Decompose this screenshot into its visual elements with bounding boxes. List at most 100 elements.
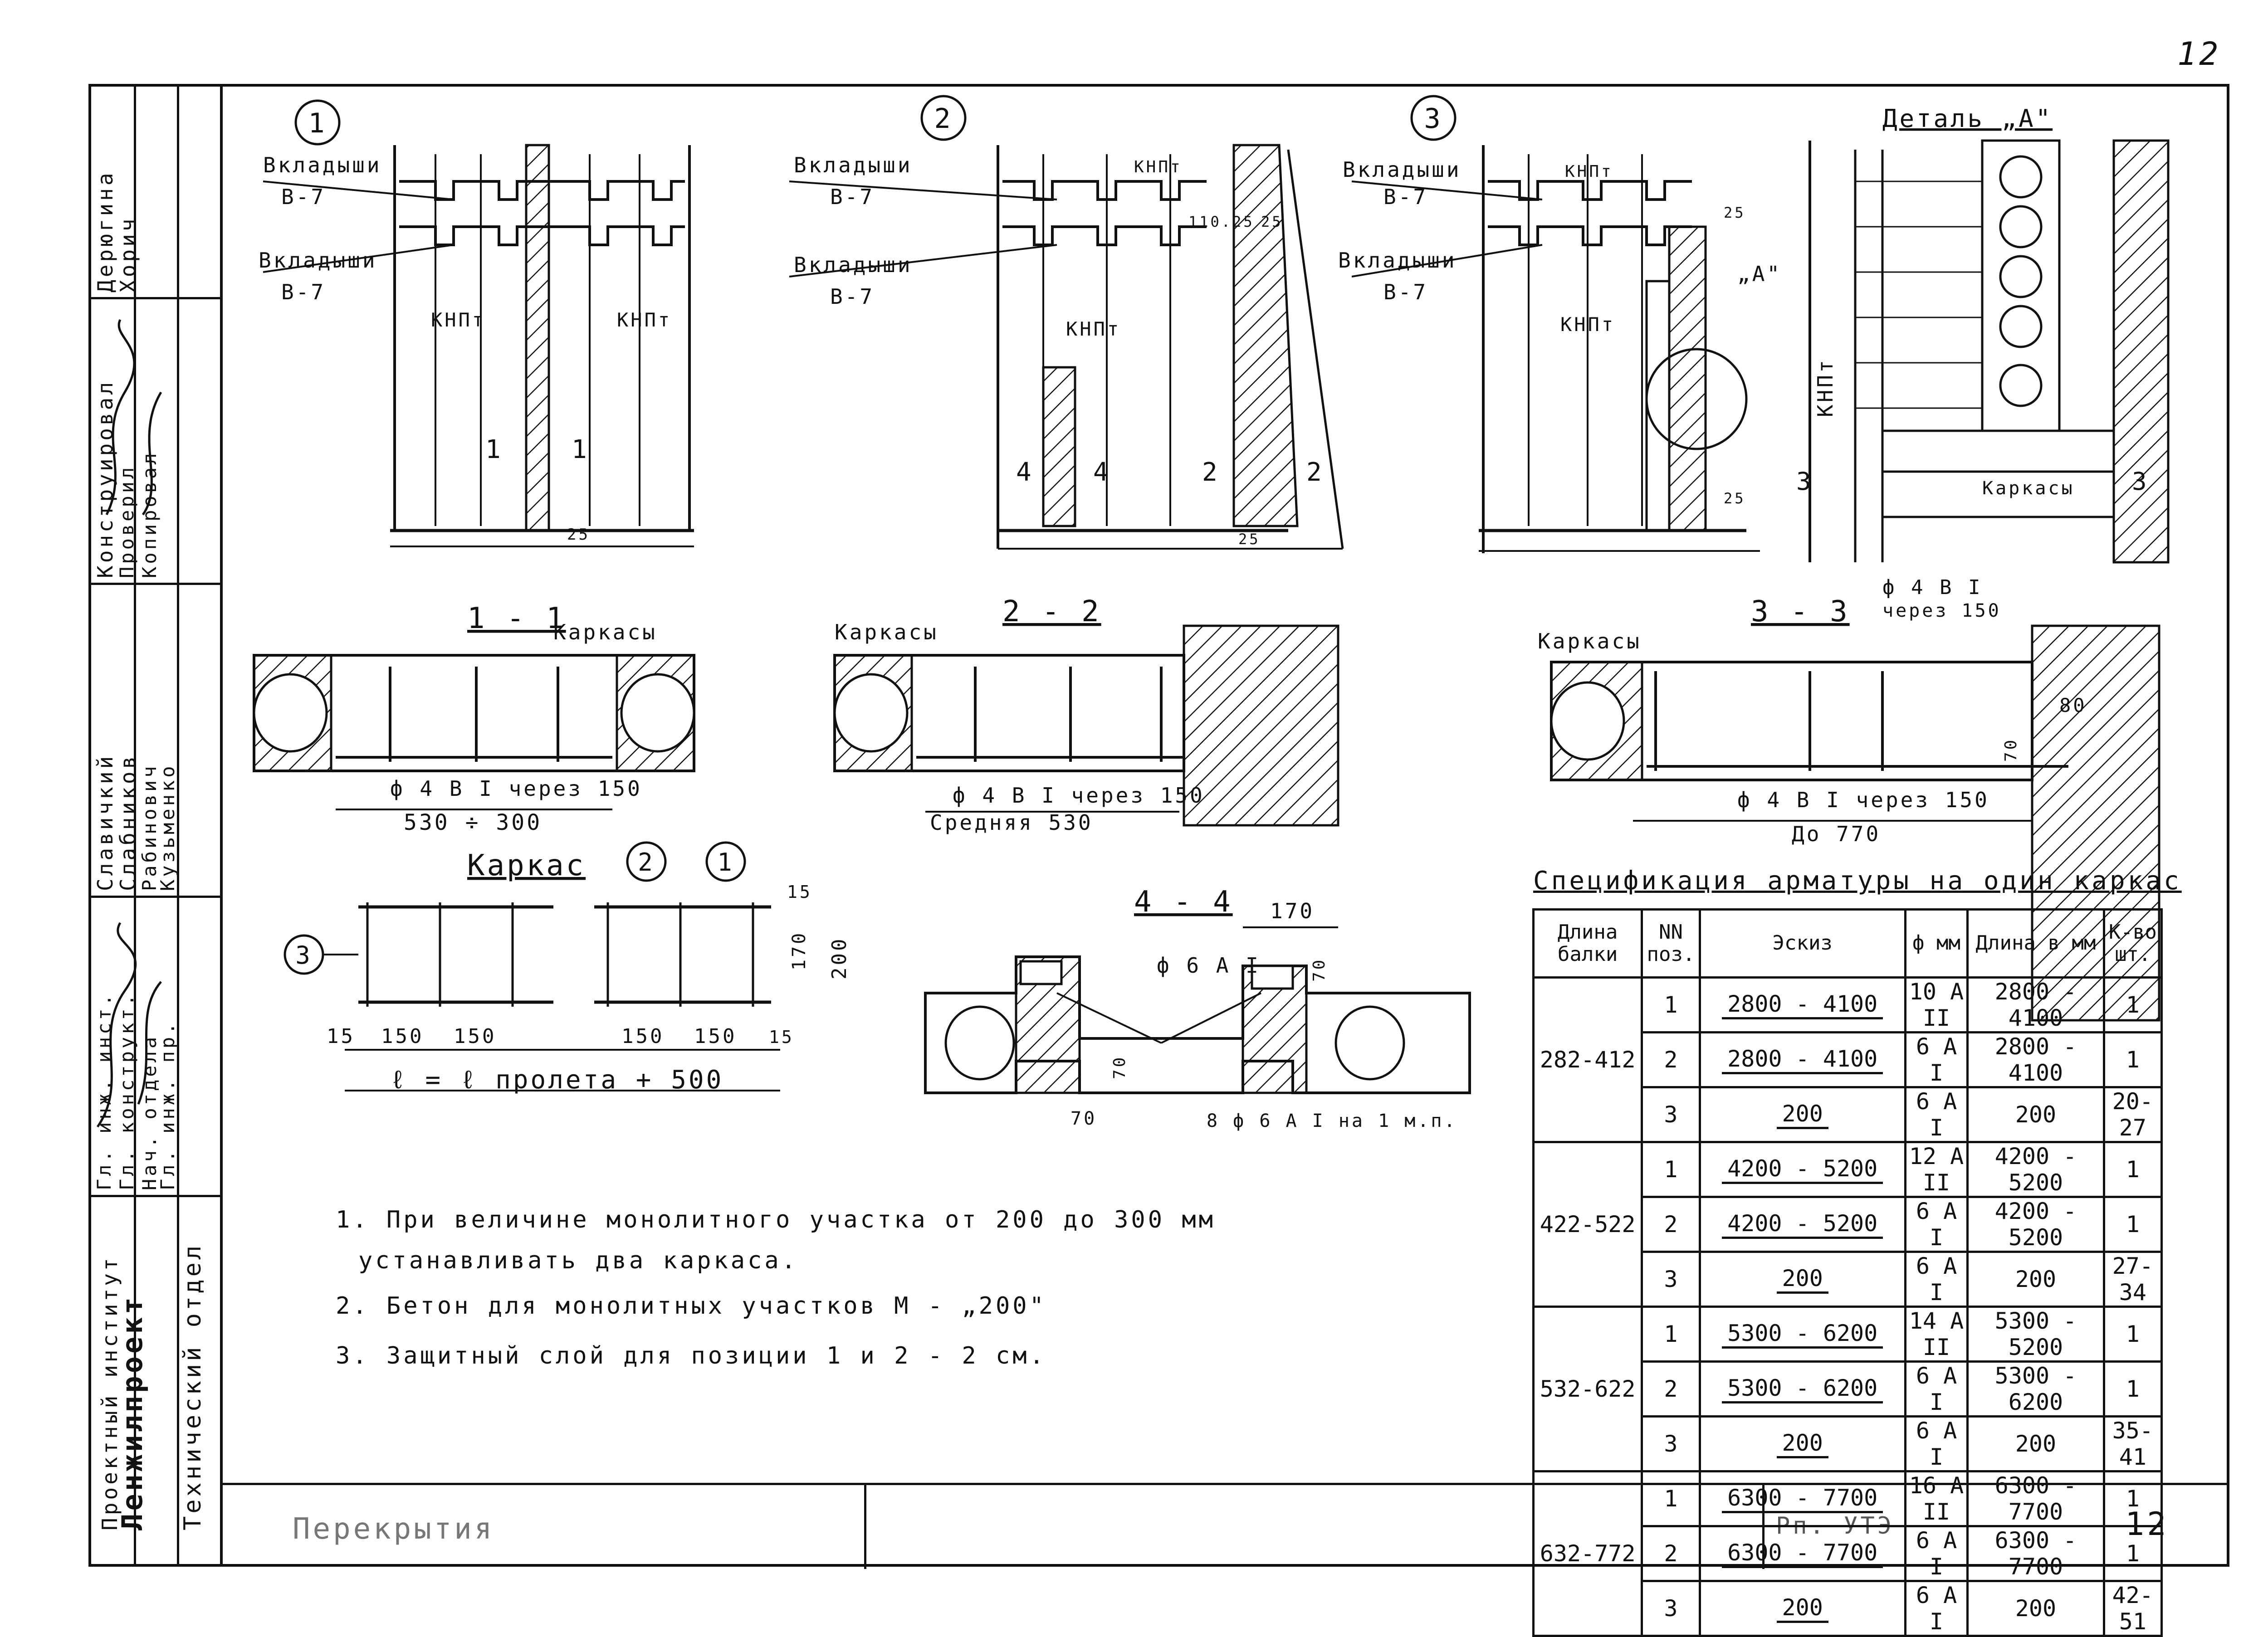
spec-len: 4200 - 5200 <box>1966 1196 2105 1253</box>
detail-a-knp: КНПт <box>1813 358 1838 417</box>
karkas-pos1: 1 <box>717 848 734 877</box>
sheet-frame <box>88 84 2229 1567</box>
spec-len: 200 <box>1966 1415 2105 1472</box>
section-4-4-dim-70b: 70 <box>1110 1055 1129 1079</box>
note-2: 2. Бетон для монолитных участков М - „20… <box>336 1292 1046 1320</box>
karkas-pos2: 2 <box>638 848 655 877</box>
spec-pos: 2 <box>1641 1196 1701 1253</box>
karkas-d150c: 150 <box>621 1025 664 1048</box>
spec-qty: 1 <box>2102 1031 2163 1088</box>
spec-header-len: Длина в мм <box>1966 908 2105 979</box>
spec-dia: 6 А I <box>1904 1251 1969 1308</box>
karkas-title: Каркас <box>467 849 586 882</box>
plan-1-insert-bottom-sub: В-7 <box>281 280 326 304</box>
plan-2-cut-d: 2 <box>1306 458 1324 487</box>
spec-qty: 1 <box>2102 1196 2163 1253</box>
plan-2-insert-bottom-sub: В-7 <box>830 284 875 309</box>
spec-header-pos: NN поз. <box>1641 908 1701 979</box>
section-1-1: 1 - 1 Каркасы ф 4 В I через 150 530 ÷ 30… <box>253 602 695 835</box>
table-row: 3 200 6 А I 200 20-27 <box>1534 1086 2163 1143</box>
spec-sketch: 200 <box>1698 1415 1906 1472</box>
table-row: 422-522 1 4200 - 5200 12 А II 4200 - 520… <box>1532 1141 2163 1308</box>
karkas-d15a: 15 <box>327 1025 355 1048</box>
plan-2: 2 Вкладыши В-7 Вкладыши В-7 КНПт КНПт 4 … <box>789 95 1344 550</box>
karkas-d150d: 150 <box>694 1025 737 1048</box>
spec-len: 200 <box>1966 1086 2105 1143</box>
plan-3-number: 3 <box>1424 103 1442 135</box>
plan-1-cut-a: 1 <box>485 435 503 464</box>
section-4-4: 4 - 4 170 ф 6 А I 70 70 70 8 ф 6 А I на … <box>924 885 1471 1131</box>
section-4-4-dim-70a: 70 <box>1310 958 1329 982</box>
spec-qty: 1 <box>2102 976 2163 1033</box>
spec-len: 5300 - 5200 <box>1966 1306 2105 1363</box>
spec-beam: 422-522 <box>1532 1141 1643 1308</box>
spec-pos: 1 <box>1641 1306 1701 1363</box>
spec-pos: 3 <box>1641 1086 1701 1143</box>
plan-3-knp-top: КНПт <box>1565 162 1613 181</box>
section-3-3-karkasy: Каркасы <box>1538 629 1642 653</box>
spec-qty: 27-34 <box>2102 1251 2163 1308</box>
karkas-d150b: 150 <box>454 1025 496 1048</box>
table-row: 2 5300 - 6200 6 А I 5300 - 6200 1 <box>1534 1360 2163 1418</box>
spec-table: Длина балки NN поз. Эскиз ф мм Длина в м… <box>1532 908 2163 1637</box>
plan-2-knp: КНПт <box>1066 318 1121 340</box>
spec-qty: 1 <box>2102 1470 2163 1527</box>
plan-3-knp: КНПт <box>1560 313 1615 336</box>
spec-sketch: 200 <box>1698 1580 1906 1637</box>
section-4-4-title: 4 - 4 <box>1134 885 1233 919</box>
spec-sketch: 5300 - 6200 <box>1698 1360 1906 1418</box>
table-row: 532-622 1 5300 - 6200 14 А II 5300 - 520… <box>1532 1306 2163 1472</box>
section-4-4-dim-70c: 70 <box>1070 1108 1097 1129</box>
plan-3-dim-a: 25 <box>1724 204 1746 221</box>
spec-pos: 2 <box>1641 1360 1701 1418</box>
spec-header-sketch: Эскиз <box>1698 908 1906 979</box>
spec-pos: 2 <box>1641 1031 1701 1088</box>
plan-1-knp-2: КНПт <box>617 309 672 331</box>
section-3-3-title: 3 - 3 <box>1751 595 1850 628</box>
plan-2-insert-top-sub: В-7 <box>830 185 875 209</box>
plan-1: 1 Вкладыши В-7 Вкладыши В-7 КНПт КНПт 1 … <box>259 99 694 547</box>
section-3-3-dim-80: 80 <box>2059 694 2087 716</box>
spec-sketch: 200 <box>1698 1251 1906 1308</box>
table-row: 2 2800 - 4100 6 А I 2800 - 4100 1 <box>1534 1031 2163 1088</box>
karkas-d15b: 15 <box>769 1027 794 1047</box>
detail-a-karkasy: Каркасы <box>1982 478 2075 499</box>
spec-dia: 14 А II <box>1904 1306 1969 1363</box>
spec-sketch: 6300 - 7700 <box>1698 1525 1906 1582</box>
spec-dia: 16 А II <box>1904 1470 1969 1527</box>
section-1-1-title: 1 - 1 <box>467 602 566 635</box>
section-2-2-rebar: ф 4 В I через 150 <box>953 783 1205 808</box>
spec-dia: 10 А II <box>1904 976 1969 1033</box>
plan-1-dim: 25 <box>567 526 590 544</box>
section-3-3-rebar: ф 4 В I через 150 <box>1737 788 1989 812</box>
title-block: Проектный институт Ленжилпроект Техничес… <box>88 84 223 1567</box>
section-1-1-rebar: ф 4 В I через 150 <box>390 776 642 801</box>
spec-dia: 6 А I <box>1904 1196 1969 1253</box>
section-2-2-karkasy: Каркасы <box>835 620 938 644</box>
spec-len: 2800 - 4100 <box>1966 976 2105 1033</box>
section-2-2-dim: Средняя 530 <box>930 810 1093 835</box>
spec-sketch: 4200 - 5200 <box>1698 1141 1906 1198</box>
spec-beam: 282-412 <box>1532 976 1643 1143</box>
spec-beam: 632-772 <box>1532 1470 1643 1637</box>
spec-pos: 3 <box>1641 1415 1701 1472</box>
spec-dia: 12 А II <box>1904 1141 1969 1198</box>
karkas-d170: 170 <box>789 931 810 970</box>
section-4-4-rebar: ф 6 А I <box>1157 953 1261 978</box>
plan-1-insert-top-sub: В-7 <box>281 185 326 209</box>
signatures <box>96 319 162 1128</box>
detail-a-rebar-step: через 150 <box>1882 600 2001 621</box>
spec-len: 6300 - 7700 <box>1966 1470 2105 1527</box>
spec-pos: 1 <box>1641 1141 1701 1198</box>
table-row: 2 6300 - 7700 6 А I 6300 - 7700 1 <box>1534 1525 2163 1582</box>
plan-1-knp: КНПт <box>431 309 486 331</box>
spec-dia: 6 А I <box>1904 1525 1969 1582</box>
spec-pos: 3 <box>1641 1251 1701 1308</box>
spec-pos: 1 <box>1641 976 1701 1033</box>
karkas-drawing: Каркас 2 1 3 15 150 150 150 150 15 15 17… <box>284 841 851 1095</box>
section-2-2-title: 2 - 2 <box>1002 595 1101 628</box>
plan-3-insert-top: Вкладыши <box>1343 157 1461 182</box>
spec-len: 4200 - 5200 <box>1966 1141 2105 1198</box>
spec-qty: 1 <box>2102 1306 2163 1363</box>
spec-qty: 20-27 <box>2102 1086 2163 1143</box>
